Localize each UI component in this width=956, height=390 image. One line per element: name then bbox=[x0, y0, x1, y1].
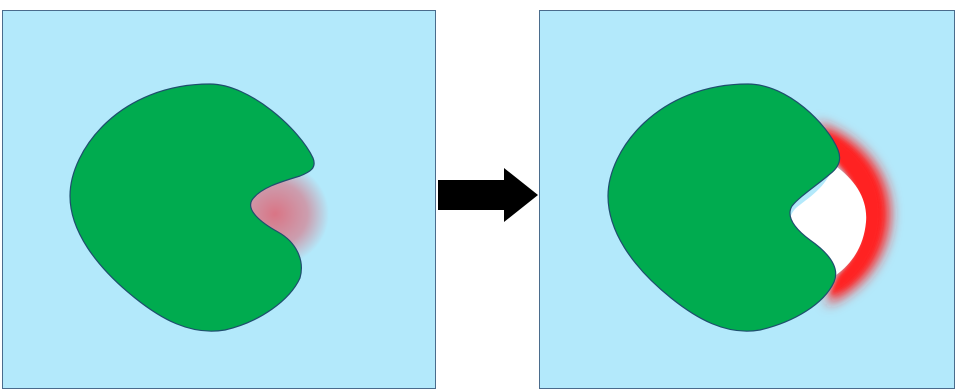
red-ring-core bbox=[823, 130, 882, 296]
arrow-shape bbox=[438, 168, 538, 222]
green-shape-notched bbox=[69, 83, 315, 332]
right-arrow-icon bbox=[438, 168, 538, 222]
before-panel bbox=[2, 10, 436, 389]
red-ring-glow bbox=[816, 122, 891, 305]
green-shape bbox=[607, 83, 841, 332]
after-panel bbox=[539, 10, 955, 389]
